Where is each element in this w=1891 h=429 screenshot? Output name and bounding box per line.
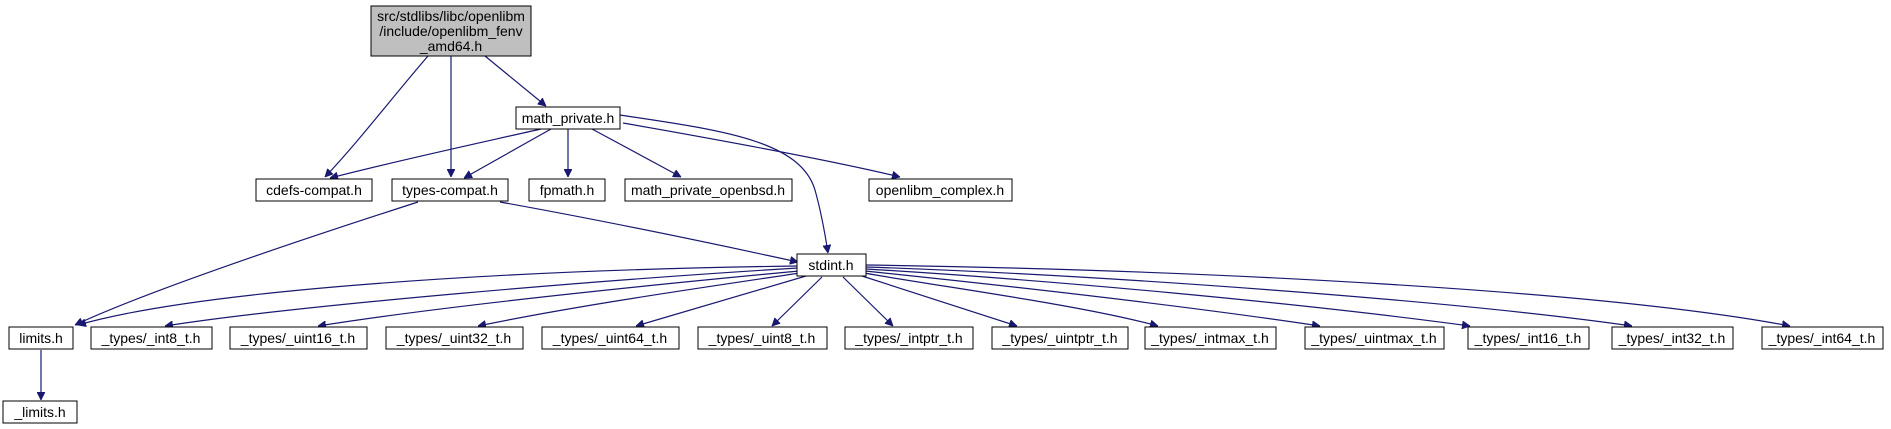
edge-stdint-intptr bbox=[842, 276, 893, 326]
node-root-file[interactable]: src/stdlibs/libc/openlibm /include/openl… bbox=[370, 5, 532, 57]
intptr-label: _types/_intptr_t.h bbox=[854, 330, 962, 346]
node-stdint[interactable]: stdint.h bbox=[796, 253, 867, 277]
int16-label: _types/_int16_t.h bbox=[1474, 330, 1582, 346]
edge-stdint-uintmax bbox=[864, 270, 1320, 326]
node-intmax[interactable]: _types/_intmax_t.h bbox=[1144, 326, 1277, 350]
int8-label: _types/_int8_t.h bbox=[101, 330, 201, 346]
edge-stdint-uintptr bbox=[861, 275, 1017, 326]
types-compat-label: types-compat.h bbox=[402, 182, 498, 198]
node-uint16[interactable]: _types/_uint16_t.h bbox=[229, 326, 368, 350]
edges bbox=[41, 55, 1790, 400]
edge-stdint-uint8 bbox=[772, 276, 823, 326]
node-int32[interactable]: _types/_int32_t.h bbox=[1611, 326, 1734, 350]
node-limits[interactable]: limits.h bbox=[8, 326, 74, 350]
node-limits-private[interactable]: _limits.h bbox=[2, 400, 78, 424]
edge-types-compat-stdint bbox=[499, 201, 798, 262]
edge-stdint-limits bbox=[78, 265, 799, 325]
node-uintmax[interactable]: _types/_uintmax_t.h bbox=[1304, 326, 1445, 350]
edge-stdint-int64 bbox=[865, 264, 1790, 326]
edge-stdint-uint32 bbox=[478, 272, 801, 326]
node-int64[interactable]: _types/_int64_t.h bbox=[1761, 326, 1884, 350]
stdint-label: stdint.h bbox=[808, 257, 853, 273]
root-line-3: _amd64.h bbox=[419, 38, 482, 54]
node-uintptr[interactable]: _types/_uintptr_t.h bbox=[991, 326, 1129, 350]
int32-label: _types/_int32_t.h bbox=[1618, 330, 1726, 346]
edge-stdint-uint64 bbox=[636, 275, 807, 326]
uint32-label: _types/_uint32_t.h bbox=[396, 330, 511, 346]
edge-math-private-cdefs-compat bbox=[330, 128, 542, 178]
edge-stdint-int16 bbox=[865, 268, 1470, 326]
cdefs-compat-label: cdefs-compat.h bbox=[266, 182, 362, 198]
edge-types-compat-limits bbox=[75, 201, 419, 325]
node-intptr[interactable]: _types/_intptr_t.h bbox=[844, 326, 974, 350]
node-math-private[interactable]: math_private.h bbox=[515, 106, 621, 130]
node-uint64[interactable]: _types/_uint64_t.h bbox=[541, 326, 680, 350]
edge-stdint-int8 bbox=[165, 267, 799, 326]
node-int8[interactable]: _types/_int8_t.h bbox=[90, 326, 213, 350]
uint8-label: _types/_uint8_t.h bbox=[708, 330, 816, 346]
uint16-label: _types/_uint16_t.h bbox=[240, 330, 355, 346]
edge-stdint-uint16 bbox=[318, 270, 800, 326]
openlibm-complex-label: openlibm_complex.h bbox=[876, 182, 1004, 198]
edge-math-private-types-compat bbox=[464, 128, 552, 179]
edge-math-private-complex bbox=[622, 122, 900, 177]
node-types-compat[interactable]: types-compat.h bbox=[391, 178, 509, 202]
uintptr-label: _types/_uintptr_t.h bbox=[1001, 330, 1117, 346]
intmax-label: _types/_intmax_t.h bbox=[1150, 330, 1269, 346]
limits-private-label: _limits.h bbox=[13, 404, 65, 420]
edge-stdint-intmax bbox=[863, 272, 1158, 326]
root-line-1: src/stdlibs/libc/openlibm bbox=[377, 8, 525, 24]
node-cdefs-compat[interactable]: cdefs-compat.h bbox=[255, 178, 373, 202]
edge-math-private-stdint bbox=[619, 114, 828, 253]
int64-label: _types/_int64_t.h bbox=[1768, 330, 1876, 346]
node-math-private-openbsd[interactable]: math_private_openbsd.h bbox=[624, 178, 793, 202]
math-private-openbsd-label: math_private_openbsd.h bbox=[631, 182, 785, 198]
limits-label: limits.h bbox=[19, 330, 63, 346]
node-uint8[interactable]: _types/_uint8_t.h bbox=[697, 326, 828, 350]
node-openlibm-complex[interactable]: openlibm_complex.h bbox=[868, 178, 1013, 202]
math-private-label: math_private.h bbox=[522, 110, 615, 126]
root-line-2: /include/openlibm_fenv bbox=[379, 23, 522, 39]
node-uint32[interactable]: _types/_uint32_t.h bbox=[385, 326, 524, 350]
uint64-label: _types/_uint64_t.h bbox=[552, 330, 667, 346]
fpmath-label: fpmath.h bbox=[540, 182, 594, 198]
edge-math-private-openbsd bbox=[591, 128, 681, 178]
uintmax-label: _types/_uintmax_t.h bbox=[1310, 330, 1436, 346]
edge-root-math-private bbox=[484, 55, 546, 106]
edge-stdint-int32 bbox=[865, 266, 1632, 326]
edge-root-cdefs-compat bbox=[325, 55, 429, 177]
node-fpmath[interactable]: fpmath.h bbox=[528, 178, 606, 202]
node-int16[interactable]: _types/_int16_t.h bbox=[1467, 326, 1590, 350]
nodes: src/stdlibs/libc/openlibm /include/openl… bbox=[2, 5, 1884, 424]
